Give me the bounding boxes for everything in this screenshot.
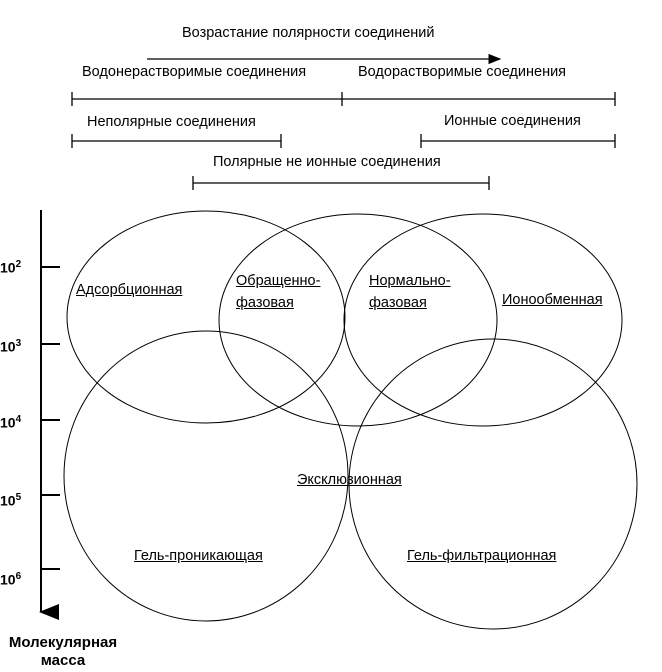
tick-label-10e6: 106 [0, 571, 22, 588]
ionic-label: Ионные соединения [444, 113, 581, 129]
polar-nonionic-label: Полярные не ионные соединения [213, 154, 441, 170]
water-insoluble-label: Водонерастворимые соединения [82, 64, 307, 80]
polarity-increase-label: Возрастание полярности соединений [182, 25, 435, 41]
ion-exchange-label: Ионообменная [502, 292, 603, 308]
molecular-mass-title: Молекулярная масса [0, 634, 126, 670]
nonpolar-range [71, 134, 282, 148]
reversed-phase-label-line2: фазовая [236, 295, 294, 311]
tick-label-10e4: 104 [0, 414, 22, 431]
adsorption-label: Адсорбционная [76, 282, 183, 298]
water-soluble-label: Водорастворимые соединения [358, 64, 567, 80]
tick-label-10e5: 105 [0, 492, 22, 509]
gel-permeation-circle [63, 330, 349, 622]
polar-nonionic-range [192, 176, 490, 190]
reversed-phase-label-line1: Обращенно- [236, 273, 321, 289]
normal-phase-label-line1: Нормально- [369, 273, 451, 289]
tick-label-10e3: 103 [0, 338, 22, 355]
molecular-mass-title-line2: масса [40, 652, 86, 669]
adsorption-ellipse [66, 210, 346, 424]
reversed-phase-ellipse [218, 213, 498, 427]
gel-filtration-circle [348, 338, 638, 630]
tick-label-10e2: 102 [0, 259, 22, 276]
ionic-range [420, 134, 616, 148]
axis-ticks [41, 266, 60, 570]
gel-permeation-label: Гель-проникающая [134, 548, 263, 564]
molecular-mass-title-line1: Молекулярная [8, 634, 118, 651]
gel-filtration-label: Гель-фильтрационная [407, 548, 557, 564]
normal-phase-label-line2: фазовая [369, 295, 427, 311]
normal-ion-exchange-ellipse [343, 213, 623, 427]
nonpolar-label: Неполярные соединения [87, 114, 256, 130]
exclusion-label: Эксклюзионная [297, 472, 402, 488]
solubility-range [71, 92, 616, 106]
